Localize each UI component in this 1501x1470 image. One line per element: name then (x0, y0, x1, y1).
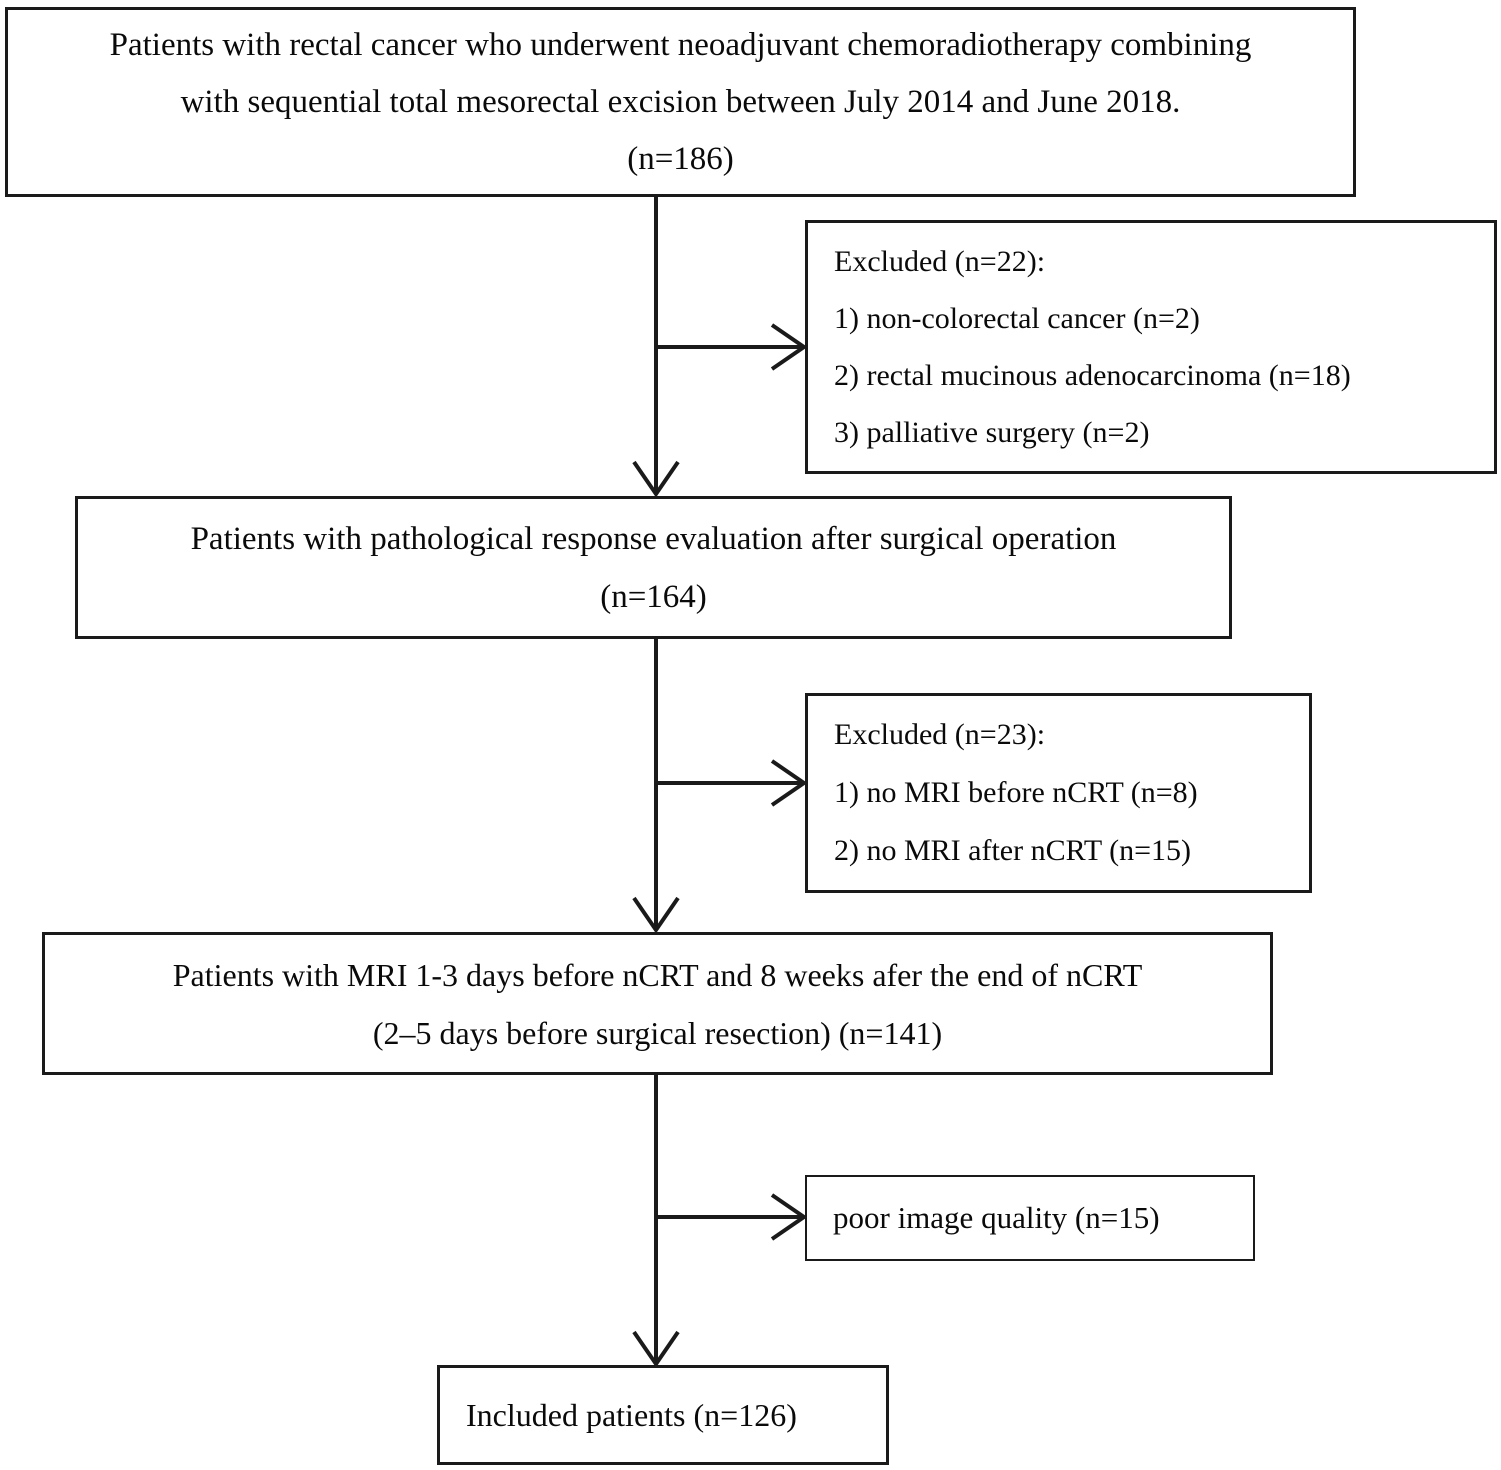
connector-initial-to-pathology (632, 197, 680, 498)
connector-mri-to-included (632, 1075, 680, 1368)
node-excluded-1-reason-1: 1) non-colorectal cancer (n=2) (834, 302, 1200, 335)
node-excluded-3-reason: poor image quality (n=15) (833, 1200, 1160, 1235)
node-excluded-1-reason-2: 2) rectal mucinous adenocarcinoma (n=18) (834, 359, 1351, 392)
node-cohort-initial-line-2: with sequential total mesorectal excisio… (180, 83, 1181, 120)
node-cohort-included: Included patients (n=126) (437, 1365, 889, 1465)
node-cohort-initial-line-1: Patients with rectal cancer who underwen… (109, 26, 1252, 63)
node-excluded-2: Excluded (n=23): 1) no MRI before nCRT (… (805, 693, 1312, 893)
node-cohort-pathology-line-1: Patients with pathological response eval… (190, 520, 1117, 557)
connector-pathology-to-excluded-2 (656, 759, 808, 807)
connector-initial-to-excluded-1 (656, 323, 808, 371)
node-cohort-mri-line-1: Patients with MRI 1-3 days before nCRT a… (172, 956, 1143, 993)
node-cohort-pathology-count: (n=164) (600, 578, 707, 615)
node-excluded-1: Excluded (n=22): 1) non-colorectal cance… (805, 220, 1497, 474)
node-cohort-mri-line-2: (2–5 days before surgical resection) (n=… (372, 1014, 943, 1051)
node-excluded-3: poor image quality (n=15) (805, 1175, 1255, 1261)
node-cohort-initial: Patients with rectal cancer who underwen… (5, 7, 1356, 197)
connector-pathology-to-mri (632, 639, 680, 934)
node-excluded-2-reason-1: 1) no MRI before nCRT (n=8) (834, 776, 1198, 809)
node-cohort-initial-count: (n=186) (627, 140, 734, 177)
connector-mri-to-excluded-3 (656, 1193, 808, 1241)
node-excluded-1-heading: Excluded (n=22): (834, 245, 1046, 278)
node-cohort-mri: Patients with MRI 1-3 days before nCRT a… (42, 932, 1273, 1075)
node-excluded-1-reason-3: 3) palliative surgery (n=2) (834, 416, 1150, 449)
node-excluded-2-reason-2: 2) no MRI after nCRT (n=15) (834, 834, 1192, 867)
node-cohort-pathology: Patients with pathological response eval… (75, 496, 1232, 639)
node-cohort-included-label: Included patients (n=126) (466, 1397, 797, 1433)
node-excluded-2-heading: Excluded (n=23): (834, 718, 1046, 751)
